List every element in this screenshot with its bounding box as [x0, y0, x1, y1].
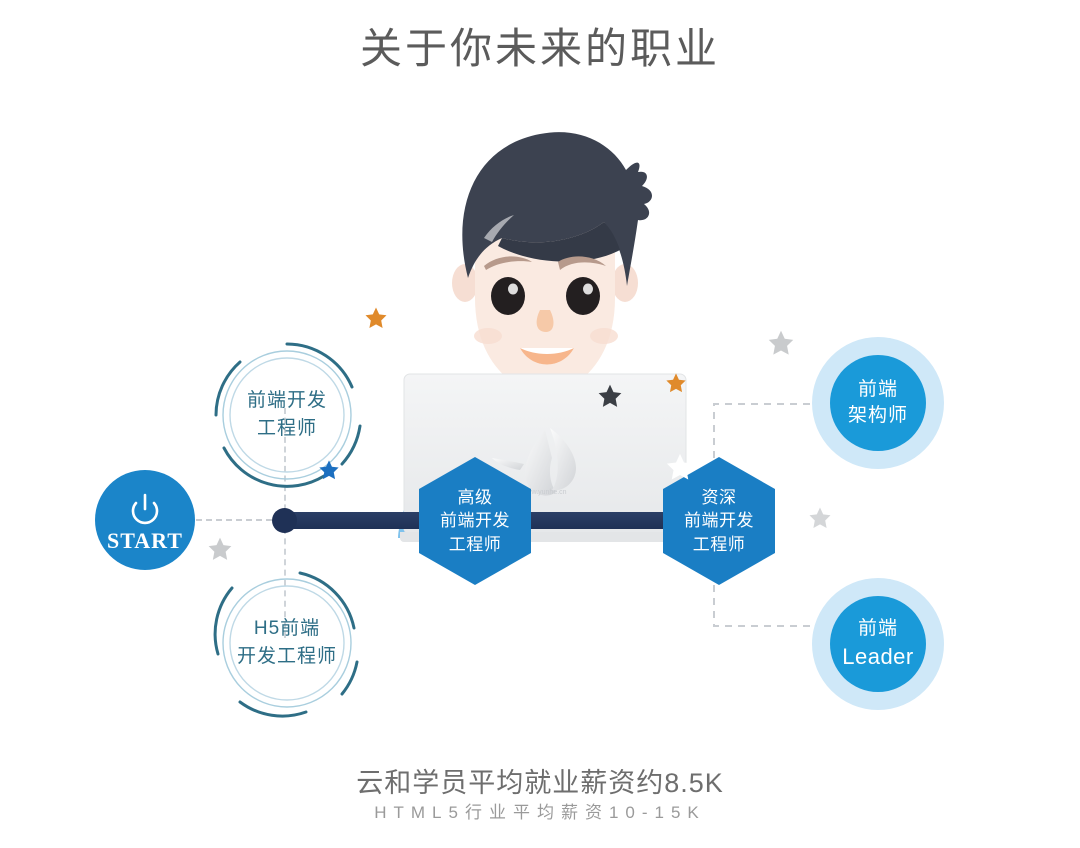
star-icon-white-1	[666, 453, 694, 480]
footer-salary-main: 云和学员平均就业薪资约8.5K	[356, 768, 724, 798]
star-icon-gray-3	[809, 507, 831, 528]
connector-trunk-up	[284, 408, 286, 520]
page-title: 关于你未来的职业	[359, 25, 720, 72]
label-line-1: 前端	[857, 379, 898, 401]
node-front-end-dev[interactable]: 前端开发 工程师	[202, 330, 372, 500]
star-icon-dark-1	[598, 384, 622, 407]
node-front-end-architect-label: 前端 架构师	[848, 377, 908, 428]
ring-decoration	[214, 342, 362, 488]
label-line-1: 前端开发	[246, 390, 327, 412]
label-line-2: 架构师	[847, 405, 908, 426]
label-line-1: 前端	[857, 618, 898, 640]
node-front-end-leader-disc: 前端 Leader	[830, 596, 926, 692]
node-front-end-dev-label: 前端开发 工程师	[202, 330, 372, 500]
label-line-2: 开发工程师	[236, 646, 337, 667]
node-h5-front-end-dev[interactable]: H5前端 开发工程师	[202, 558, 372, 728]
node-h5-front-end-dev-label: H5前端 开发工程师	[202, 558, 372, 728]
connector-expert-branches	[713, 403, 850, 627]
label-line-2: 工程师	[256, 418, 317, 439]
connector-start-to-trunk	[196, 519, 282, 521]
ring-decoration	[213, 571, 359, 718]
label-line-1: 高级	[457, 487, 493, 507]
label-line-2: Leader	[842, 643, 914, 669]
star-icon-blue-1	[319, 460, 339, 480]
footer-salary-sub: HTML5行业平均薪资10-15K	[374, 803, 706, 822]
star-icon-orange-1	[365, 307, 387, 328]
power-icon	[131, 493, 159, 524]
node-front-end-architect-disc: 前端 架构师	[830, 355, 926, 451]
node-front-end-architect[interactable]: 前端 架构师	[812, 337, 944, 469]
node-front-end-leader[interactable]: 前端 Leader	[812, 578, 944, 710]
node-expert-front-end-engineer-label: 资深 前端开发 工程师	[684, 486, 754, 556]
start-button-label: START	[107, 527, 183, 553]
node-senior-front-end-engineer-label: 高级 前端开发 工程师	[440, 486, 510, 556]
label-line-3: 工程师	[692, 534, 746, 554]
label-line-1: H5前端	[253, 618, 321, 640]
node-front-end-leader-label: 前端 Leader	[842, 616, 914, 671]
star-icon-gray-1	[208, 537, 232, 560]
start-button[interactable]: START	[95, 470, 195, 570]
svg-text:www.yunhe.cn: www.yunhe.cn	[520, 489, 566, 496]
label-line-2: 前端开发	[684, 511, 754, 531]
label-line-2: 前端开发	[440, 511, 510, 531]
timeline-origin-dot	[272, 508, 297, 533]
star-icon-orange-2	[666, 373, 686, 393]
connector-trunk-down	[284, 528, 286, 638]
star-icon-gray-2	[768, 330, 794, 355]
label-line-3: 工程师	[448, 534, 502, 554]
label-line-1: 资深	[701, 487, 737, 507]
